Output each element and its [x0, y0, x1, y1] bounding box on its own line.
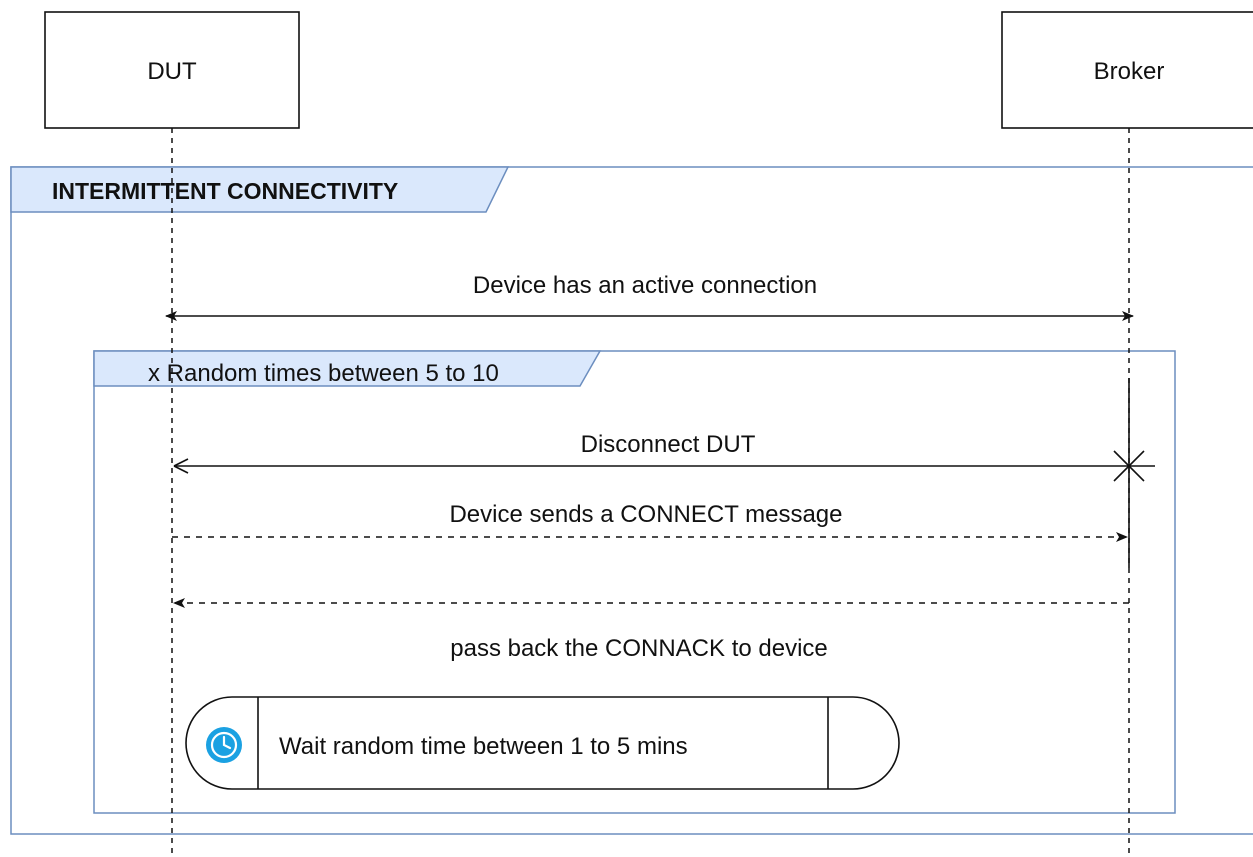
inner-frame-header: [93, 350, 602, 387]
outer-frame: [10, 166, 1253, 835]
active-connection-label: Device has an active connection: [473, 272, 817, 299]
connect-label: Device sends a CONNECT message: [449, 501, 842, 528]
dut-participant-label: DUT: [147, 58, 197, 85]
dut-participant-box: [44, 11, 300, 129]
broker-participant-box: [1001, 11, 1253, 129]
disconnect-x-mark: [1113, 450, 1145, 482]
wait-label: Wait random time between 1 to 5 mins: [279, 733, 688, 760]
inner-frame-title: x Random times between 5 to 10: [148, 360, 499, 387]
clock-icon: [206, 727, 242, 763]
broker-participant-label: Broker: [1094, 58, 1165, 85]
connack-label: pass back the CONNACK to device: [450, 635, 828, 662]
wait-shape: [185, 696, 900, 790]
inner-frame: [93, 350, 1176, 814]
outer-frame-title: INTERMITTENT CONNECTIVITY: [52, 178, 398, 204]
disconnect-label: Disconnect DUT: [581, 431, 756, 458]
outer-frame-header: [10, 166, 510, 213]
